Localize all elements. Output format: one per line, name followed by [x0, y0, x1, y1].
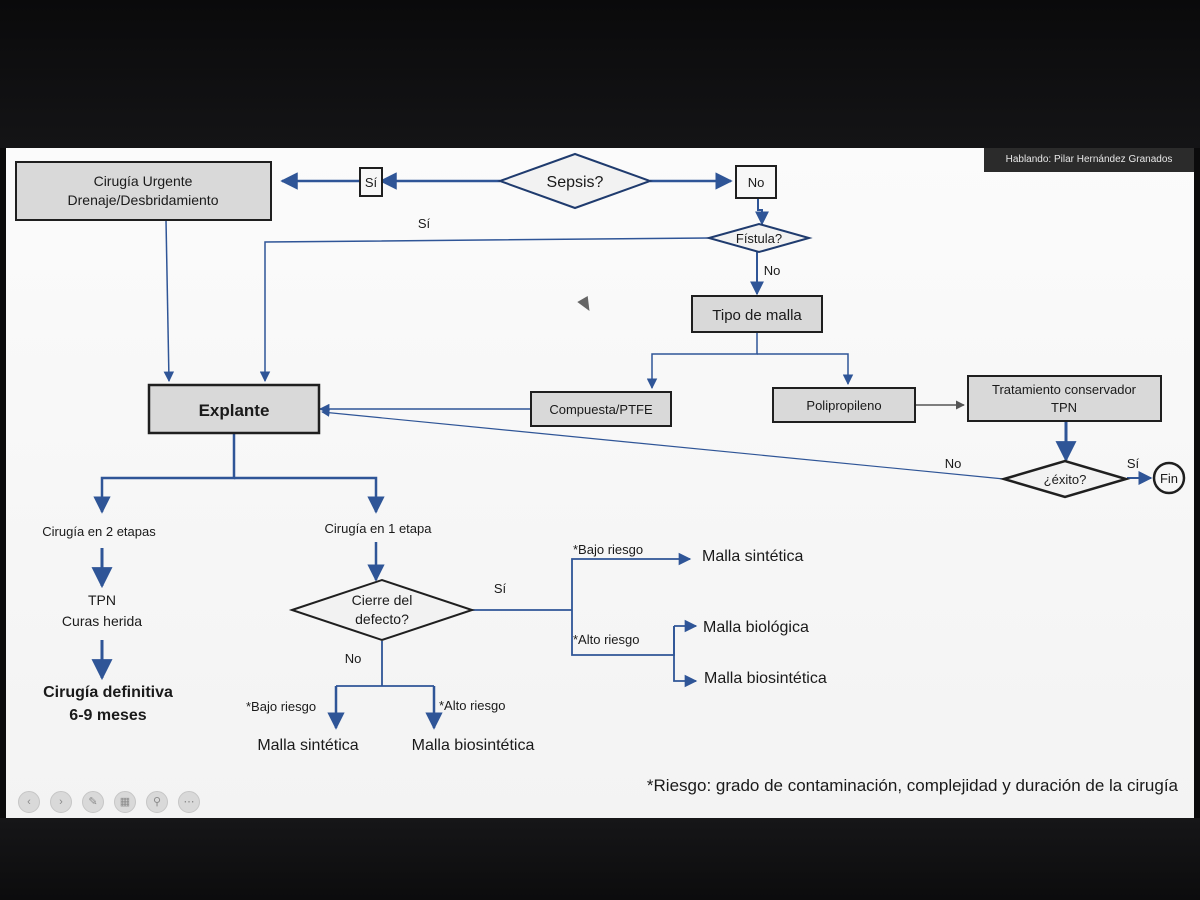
- node-tipo-malla: Tipo de malla: [691, 295, 823, 333]
- node-fistula: Fístula?: [705, 222, 813, 254]
- node-cirugia-2-etapas: Cirugía en 2 etapas: [42, 524, 156, 539]
- presentation-toolbar: ‹ › ✎ ▦ ⚲ ⋯: [18, 791, 200, 813]
- tratamiento-line1: Tratamiento conservador: [992, 382, 1137, 397]
- node-exito: ¿éxito?: [999, 459, 1131, 499]
- label-no-exito: No: [945, 456, 962, 471]
- svg-text:Explante: Explante: [199, 401, 270, 420]
- node-malla-biologica: Malla biológica: [703, 619, 809, 636]
- label-si-cierre: Sí: [494, 581, 507, 596]
- svg-text:Compuesta/PTFE: Compuesta/PTFE: [549, 402, 653, 417]
- node-cirugia-urgente: Cirugía Urgente Drenaje/Desbridamiento: [15, 161, 272, 221]
- svg-text:No: No: [748, 175, 765, 190]
- label-bajo-riesgo-no: *Bajo riesgo: [246, 699, 316, 714]
- node-polipropileno: Polipropileno: [772, 387, 916, 423]
- presentation-screen: Hablando: Pilar Hernández Granados: [6, 148, 1194, 818]
- cirugia-urgente-line2: Drenaje/Desbridamiento: [68, 192, 219, 208]
- arrow-explante-to-1etapa: [234, 476, 385, 514]
- arrow-si-bajo: [571, 552, 692, 610]
- node-tpn-line1: TPN: [88, 592, 116, 608]
- cirugia-urgente-line1: Cirugía Urgente: [94, 173, 193, 189]
- chevron-left-icon[interactable]: ‹: [18, 791, 40, 813]
- arrow-tipo-to-compuesta: [646, 332, 758, 390]
- label-alto-riesgo-no: *Alto riesgo: [439, 698, 505, 713]
- more-icon[interactable]: ⋯: [178, 791, 200, 813]
- label-no-cierre: No: [345, 651, 362, 666]
- svg-text:Fin: Fin: [1160, 471, 1178, 486]
- label-si-exito: Sí: [1127, 456, 1140, 471]
- speaker-banner: Hablando: Pilar Hernández Granados: [984, 148, 1194, 172]
- label-bajo-riesgo-si: *Bajo riesgo: [573, 542, 643, 557]
- svg-text:Polipropileno: Polipropileno: [806, 398, 881, 413]
- node-si-box: Sí: [359, 167, 383, 197]
- node-malla-sintetica-no: Malla sintética: [257, 737, 358, 754]
- node-malla-biosintetica-no: Malla biosintética: [412, 737, 535, 754]
- node-cirugia-definitiva-line1: Cirugía definitiva: [43, 684, 173, 701]
- arrow-exito-no-to-explante: [321, 408, 1005, 480]
- arrow-fistula-si-to-explante: [259, 237, 710, 383]
- cierre-line2: defecto?: [355, 611, 409, 627]
- flowchart: Cirugía Urgente Drenaje/Desbridamiento S…: [15, 152, 1186, 795]
- slides-icon[interactable]: ▦: [114, 791, 136, 813]
- node-no-box: No: [735, 165, 777, 199]
- arrow-no-to-fistula: [755, 198, 769, 226]
- node-malla-biosintetica-si: Malla biosintética: [704, 670, 827, 687]
- chevron-right-icon[interactable]: ›: [50, 791, 72, 813]
- svg-text:Tipo de malla: Tipo de malla: [712, 307, 802, 324]
- monitor-bezel-bottom: [0, 818, 1200, 900]
- cierre-line1: Cierre del: [352, 592, 413, 608]
- arrow-urgente-to-explante: [163, 219, 175, 383]
- node-cierre: Cierre del defecto?: [288, 578, 476, 642]
- monitor-bezel-top: [0, 0, 1200, 148]
- node-fin: Fin: [1152, 461, 1186, 495]
- node-sepsis: Sepsis?: [497, 152, 653, 210]
- tratamiento-line2: TPN: [1051, 400, 1077, 415]
- footnote: *Riesgo: grado de contaminación, complej…: [647, 776, 1179, 795]
- pen-icon[interactable]: ✎: [82, 791, 104, 813]
- svg-text:Sí: Sí: [365, 175, 378, 190]
- node-explante: Explante: [147, 383, 321, 435]
- svg-text:¿éxito?: ¿éxito?: [1044, 472, 1087, 487]
- node-compuesta: Compuesta/PTFE: [530, 391, 672, 427]
- arrow-explante-down: [93, 434, 236, 514]
- node-tpn-line2: Curas herida: [62, 613, 142, 629]
- label-alto-riesgo-si: *Alto riesgo: [573, 632, 639, 647]
- node-tratamiento: Tratamiento conservador TPN: [967, 375, 1162, 422]
- node-cirugia-definitiva-line2: 6-9 meses: [69, 707, 146, 724]
- zoom-icon[interactable]: ⚲: [146, 791, 168, 813]
- arrow-tipo-to-polipropileno: [757, 353, 854, 386]
- arrow-alto-to-biosintetica: [673, 626, 698, 688]
- node-cirugia-1-etapa: Cirugía en 1 etapa: [325, 521, 433, 536]
- connectors: [91, 172, 1153, 730]
- svg-text:Sepsis?: Sepsis?: [547, 174, 604, 191]
- label-si-fistula: Sí: [418, 216, 431, 231]
- svg-text:Fístula?: Fístula?: [736, 231, 782, 246]
- label-no-fistula: No: [764, 263, 781, 278]
- node-malla-sintetica-si: Malla sintética: [702, 548, 803, 565]
